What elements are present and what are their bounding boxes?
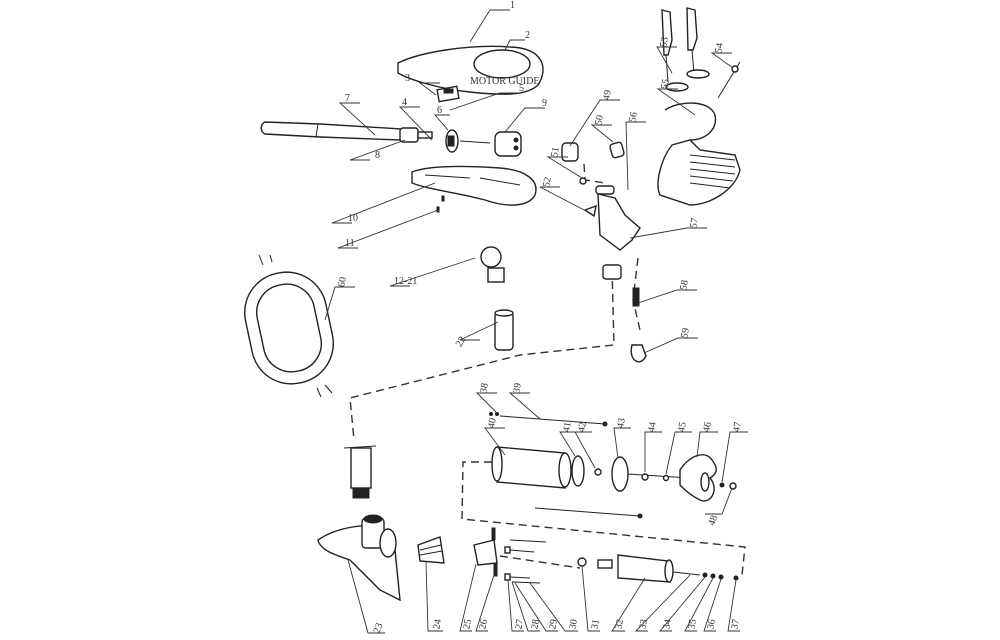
label-part-27: 27 [513, 618, 526, 630]
label-part-24: 24 [431, 618, 444, 630]
label-part-2: 2 [525, 30, 530, 41]
label-part-58: 58 [678, 279, 691, 291]
label-part-4: 4 [402, 97, 407, 108]
part-steering-gear [480, 246, 514, 351]
part-lower-housing [411, 165, 537, 213]
part-armature [504, 539, 739, 584]
label-part-44: 44 [646, 421, 659, 433]
label-part-31: 31 [589, 618, 602, 630]
label-part-26: 26 [477, 618, 490, 630]
label-part-3: 3 [405, 73, 410, 84]
part-shaft [343, 445, 377, 499]
label-part-30: 30 [567, 618, 580, 630]
label-part-1: 1 [510, 0, 515, 11]
label-part-5: 5 [519, 83, 524, 94]
part-mount-bracket [561, 7, 741, 363]
label-part-32: 32 [613, 618, 626, 630]
label-part-7: 7 [345, 93, 350, 104]
label-part-52: 52 [541, 176, 554, 188]
part-knob-switch [445, 129, 522, 157]
label-part-38: 38 [478, 382, 491, 394]
label-part-40: 40 [486, 417, 499, 429]
label-part-51: 51 [549, 146, 562, 158]
part-lower-unit [317, 514, 401, 602]
label-part-59: 59 [679, 327, 692, 339]
label-part-8: 8 [375, 150, 380, 161]
label-part-22: 22 [454, 335, 469, 349]
label-part-33: 33 [637, 618, 650, 630]
label-part-46: 46 [701, 421, 714, 433]
label-part-29: 29 [547, 618, 560, 630]
housing-text: MOTOR GUIDE [470, 76, 540, 87]
label-part-47: 47 [731, 421, 744, 433]
label-part-6: 6 [437, 105, 442, 116]
label-part-9: 9 [542, 98, 547, 109]
part-front-cap [417, 527, 498, 577]
label-part-55: 55 [659, 78, 672, 90]
label-part-34: 34 [661, 618, 674, 630]
label-part-56: 56 [627, 111, 640, 123]
label-part-53: 53 [658, 36, 671, 48]
part-top-cover: MOTOR GUIDE [397, 45, 544, 103]
label-part-11: 11 [345, 238, 355, 249]
label-part-35: 35 [686, 618, 699, 630]
part-labels: 1 2 3 4 5 6 7 8 9 10 11 12-21 22 23 24 2… [336, 0, 744, 635]
label-part-57: 57 [688, 217, 701, 229]
assembly-dashed-lines [349, 163, 746, 576]
label-part-28: 28 [529, 618, 542, 630]
label-part-25: 25 [461, 618, 474, 630]
label-part-41: 41 [561, 421, 574, 433]
label-part-37: 37 [729, 618, 742, 630]
label-part-12-21: 12-21 [394, 276, 417, 287]
label-part-45: 45 [676, 421, 689, 433]
label-part-42: 42 [576, 421, 589, 433]
label-part-36: 36 [705, 618, 718, 630]
label-part-49: 49 [601, 89, 614, 101]
label-part-50: 50 [593, 114, 606, 126]
label-part-54: 54 [713, 42, 726, 54]
label-part-43: 43 [615, 417, 628, 429]
leader-lines [324, 9, 748, 634]
part-coil [243, 254, 335, 398]
label-part-39: 39 [511, 382, 524, 394]
label-part-48: 48 [707, 514, 721, 527]
label-part-10: 10 [348, 213, 358, 224]
part-motor-can [489, 412, 737, 519]
label-part-60: 60 [336, 276, 349, 288]
label-part-23: 23 [372, 622, 386, 635]
part-tiller-handle [260, 121, 433, 143]
